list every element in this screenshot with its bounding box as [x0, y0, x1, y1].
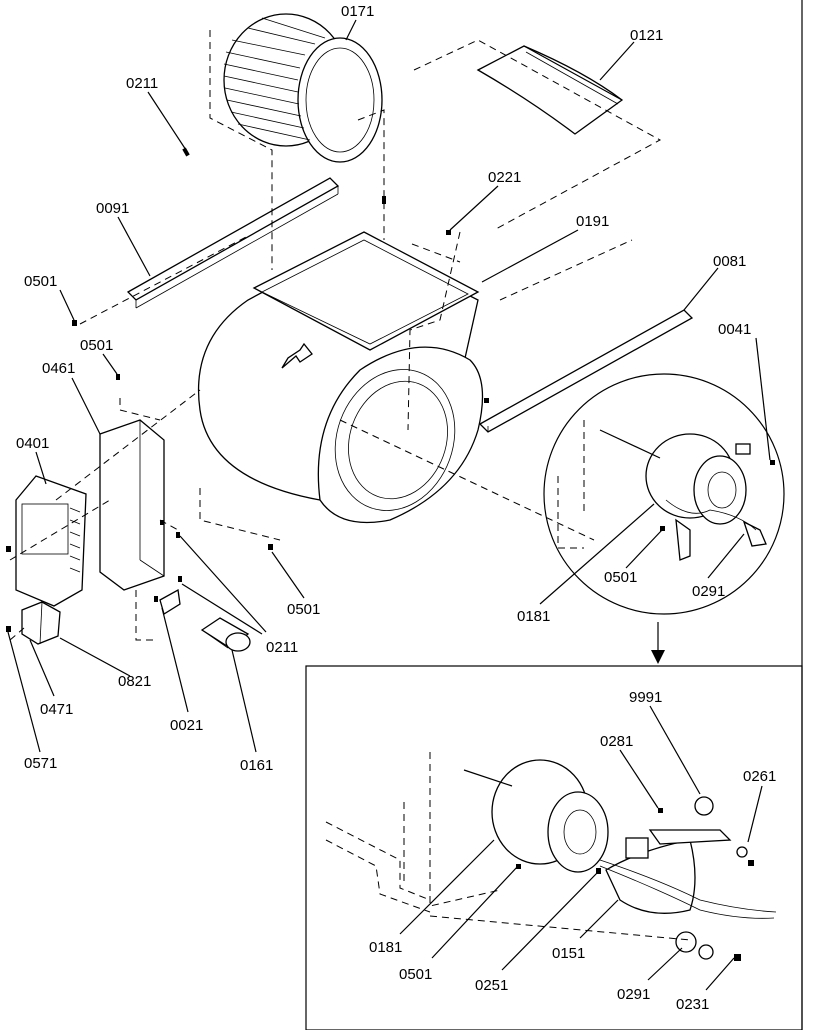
blower-wheel [223, 13, 383, 163]
label-0501-e: 0501 [399, 966, 432, 983]
label-0281: 0281 [600, 733, 633, 750]
bracket-right [478, 309, 694, 433]
label-0211-top: 0211 [126, 75, 158, 92]
label-0081: 0081 [713, 253, 746, 270]
detail-motor [463, 759, 777, 960]
assembly-lines [9, 30, 691, 941]
bracket-left [126, 177, 340, 309]
transformer [21, 601, 61, 645]
control-bracket [99, 419, 165, 591]
label-0291-a: 0291 [692, 583, 725, 600]
label-0171: 0171 [341, 3, 374, 20]
label-0501-a: 0501 [24, 273, 57, 290]
label-9991: 9991 [629, 689, 662, 706]
label-0091: 0091 [96, 200, 129, 217]
motor-detail-circle [543, 373, 785, 615]
label-0251: 0251 [475, 977, 508, 994]
control-board [15, 475, 87, 607]
label-0571: 0571 [24, 755, 57, 772]
cutoff-plate [476, 45, 624, 135]
label-0191: 0191 [576, 213, 609, 230]
main-labels: 0171 0121 0211 0221 0191 0091 0081 0501 … [16, 3, 751, 774]
label-0121: 0121 [630, 27, 663, 44]
capacitor [200, 617, 251, 652]
detail-labels: 9991 0281 0261 0181 0501 0251 0151 0291 … [369, 689, 776, 1013]
label-0471: 0471 [40, 701, 73, 718]
label-0211-b: 0211 [266, 639, 298, 656]
label-0231: 0231 [676, 996, 709, 1013]
label-0501-c: 0501 [287, 601, 320, 618]
blower-housing [197, 231, 484, 524]
detail-inset-frame [305, 665, 803, 1030]
label-0221: 0221 [488, 169, 521, 186]
label-0401: 0401 [16, 435, 49, 452]
label-0821: 0821 [118, 673, 151, 690]
screws [6, 147, 775, 961]
leader-lines [7, 19, 771, 991]
label-0021: 0021 [170, 717, 203, 734]
label-0161: 0161 [240, 757, 273, 774]
label-0151: 0151 [552, 945, 585, 962]
label-0181-a: 0181 [517, 608, 550, 625]
label-0501-d: 0501 [604, 569, 637, 586]
label-0261: 0261 [743, 768, 776, 785]
detail-arrow [651, 622, 665, 664]
label-0291-b: 0291 [617, 986, 650, 1003]
label-0181-b: 0181 [369, 939, 402, 956]
label-0041: 0041 [718, 321, 751, 338]
label-0501-b: 0501 [80, 337, 113, 354]
label-0461: 0461 [42, 360, 75, 377]
